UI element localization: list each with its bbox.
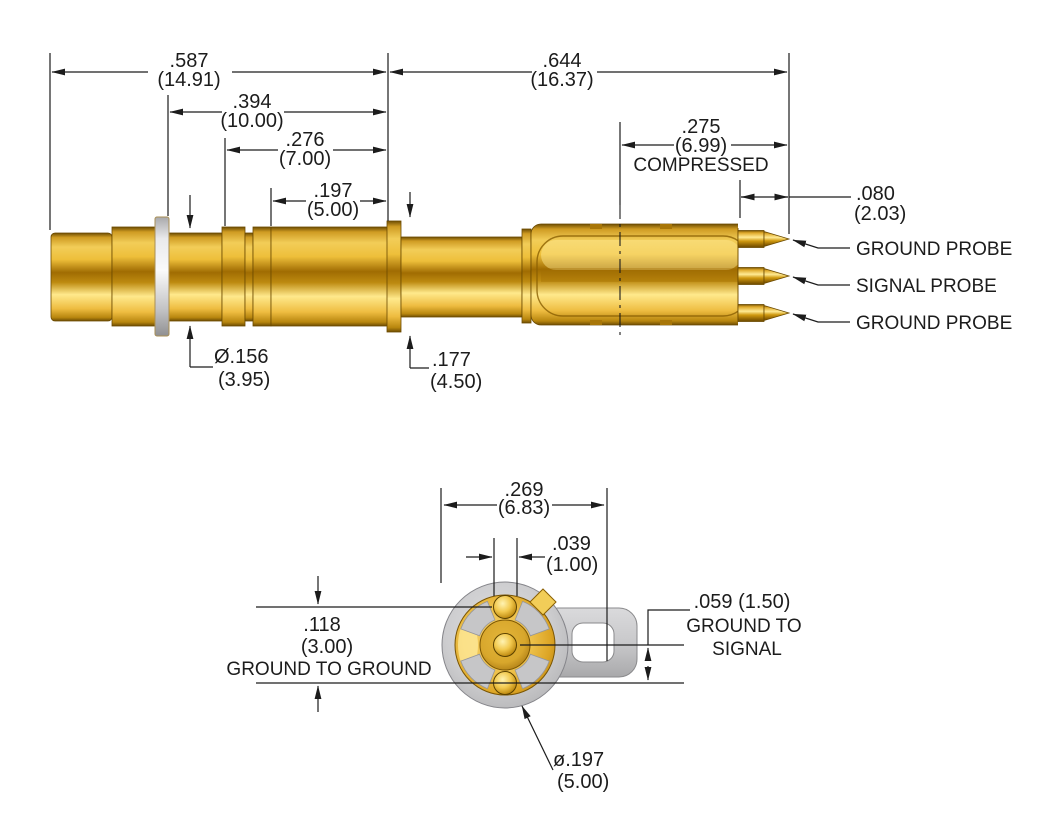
label-signal-probe: SIGNAL PROBE: [856, 276, 997, 297]
head-flange: [521, 228, 532, 324]
dim-059-note1: GROUND TO: [686, 616, 801, 637]
signal-pin: [493, 633, 517, 657]
dim-275-mm: (6.99): [675, 135, 727, 157]
dim-276-inch: .276: [286, 129, 325, 151]
retaining-washer: [154, 216, 170, 337]
dim-039-inch: .039: [552, 533, 591, 555]
dim-197-mm: (5.00): [307, 199, 359, 221]
dim-269-mm: (6.83): [498, 497, 550, 519]
dim-644-inch: .644: [543, 50, 582, 72]
label-ground-probe-bottom: GROUND PROBE: [856, 313, 1012, 334]
dim-039-mm: (1.00): [546, 554, 598, 576]
dim-118-note: GROUND TO GROUND: [226, 659, 431, 680]
dim-197dia-mm: (5.00): [557, 771, 609, 793]
rear-step-section: [111, 226, 157, 327]
dim-587-inch: .587: [170, 50, 209, 72]
dim-059-note2: SIGNAL: [712, 639, 782, 660]
rear-cap: [50, 232, 113, 322]
groove: [244, 232, 254, 322]
dim-197dia-inch: ø.197: [553, 749, 604, 771]
signal-probe-middle: [737, 267, 791, 285]
plunger-barrel: [400, 236, 523, 318]
dim-394-mm: (10.00): [220, 110, 283, 132]
dim-156-inch: Ø.156: [214, 346, 268, 368]
extension-lines: [49, 53, 790, 234]
dim-394-inch: .394: [233, 91, 272, 113]
ground-probe-top: [737, 230, 791, 248]
dim-118-inch: .118: [303, 614, 340, 636]
mounting-slot: [571, 622, 615, 663]
key-diamond: [529, 588, 557, 616]
face-recess-wedges: [460, 600, 550, 690]
dim-644-mm: (16.37): [530, 69, 593, 91]
dim-080-inch: .080: [856, 183, 895, 205]
front-view: .269 (6.83) .039 (1.00) .118 (3.00) GROU…: [226, 479, 801, 793]
dim-587-mm: (14.91): [157, 69, 220, 91]
probe-body: [50, 216, 791, 337]
dim-275-inch: .275: [682, 116, 721, 138]
probe-head-housing: [530, 223, 738, 326]
dimension-lines: [51, 68, 851, 369]
dim-080-mm: (2.03): [854, 203, 906, 225]
main-barrel: [270, 226, 389, 327]
dim-276-mm: (7.00): [279, 148, 331, 170]
side-view: .587 (14.91) .644 (16.37) .394 (10.00) .…: [49, 50, 1012, 393]
dim-269-inch: .269: [505, 479, 544, 501]
ground-probe-bottom: [737, 304, 791, 322]
ground-pin-top: [493, 595, 517, 619]
dim-197-inch: .197: [314, 180, 353, 202]
collar-ring-2: [252, 226, 272, 327]
front-dimension-lines: [314, 501, 652, 771]
dim-177-inch: .177: [432, 349, 471, 371]
dim-059-inch: .059 (1.50): [694, 591, 791, 613]
mounting-flange: [386, 220, 402, 333]
body-section: [168, 232, 223, 322]
dim-118-mm: (3.00): [301, 636, 353, 658]
dim-156-mm: (3.95): [218, 369, 270, 391]
dim-177-mm: (4.50): [430, 371, 482, 393]
front-extension-lines: [256, 488, 690, 684]
label-ground-probe-top: GROUND PROBE: [856, 239, 1012, 260]
collar-ring-1: [221, 226, 246, 327]
dim-275-note: COMPRESSED: [633, 155, 768, 176]
